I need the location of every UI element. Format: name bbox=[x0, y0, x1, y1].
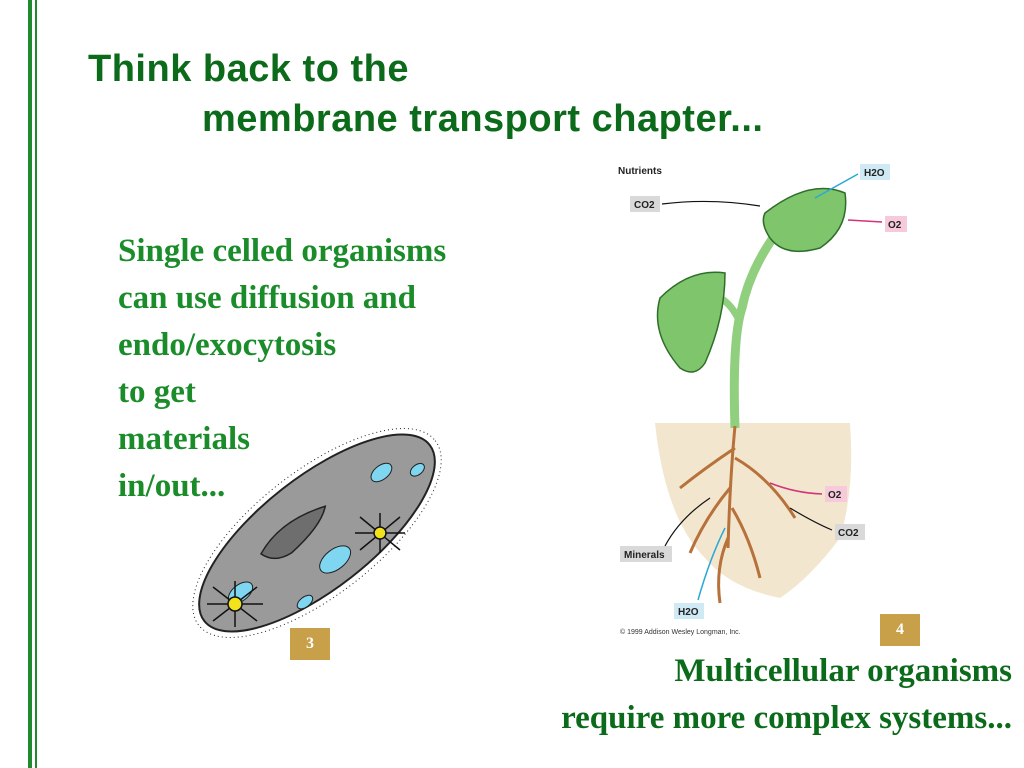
left-leaf bbox=[656, 271, 726, 373]
label-co2-top: CO2 bbox=[634, 200, 655, 211]
caption-line-1: Multicellular organisms bbox=[674, 653, 1012, 689]
label-h2o-top: H2O bbox=[864, 168, 885, 179]
body-text: Single celled organisms can use diffusio… bbox=[118, 228, 446, 510]
border-bar-thin bbox=[35, 0, 37, 768]
body-line: in/out... bbox=[118, 468, 226, 504]
body-line: can use diffusion and bbox=[118, 280, 417, 316]
label-o2-top: O2 bbox=[888, 220, 902, 231]
star-vacuole-2 bbox=[207, 581, 263, 627]
body-line: Single celled organisms bbox=[118, 233, 447, 269]
paramecium-illustration bbox=[192, 428, 442, 638]
body-line: materials bbox=[118, 421, 250, 457]
title-line-2: membrane transport chapter... bbox=[202, 98, 764, 140]
border-bar-thick bbox=[28, 0, 32, 768]
label-minerals: Minerals bbox=[624, 550, 665, 561]
star-vacuole-1 bbox=[355, 513, 405, 553]
figure-badge-4: 4 bbox=[880, 614, 920, 646]
caption-line-2: require more complex systems... bbox=[561, 700, 1012, 736]
figure-badge-3: 3 bbox=[290, 628, 330, 660]
label-nutrients: Nutrients bbox=[618, 166, 662, 177]
top-leaf bbox=[762, 187, 847, 253]
slide-border bbox=[0, 0, 40, 768]
slide-title: Think back to the membrane transport cha… bbox=[88, 44, 763, 144]
label-o2-root: O2 bbox=[828, 490, 842, 501]
caption-text: Multicellular organisms require more com… bbox=[561, 648, 1012, 742]
body-line: to get bbox=[118, 374, 196, 410]
label-co2-root: CO2 bbox=[838, 528, 859, 539]
plant-illustration: Nutrients CO2 H2O O2 O2 CO2 Minerals H2O… bbox=[618, 164, 907, 636]
body-line: endo/exocytosis bbox=[118, 327, 337, 363]
copyright-text: © 1999 Addison Wesley Longman, Inc. bbox=[620, 628, 741, 636]
label-h2o-bottom: H2O bbox=[678, 607, 699, 618]
title-line-1: Think back to the bbox=[88, 48, 409, 90]
